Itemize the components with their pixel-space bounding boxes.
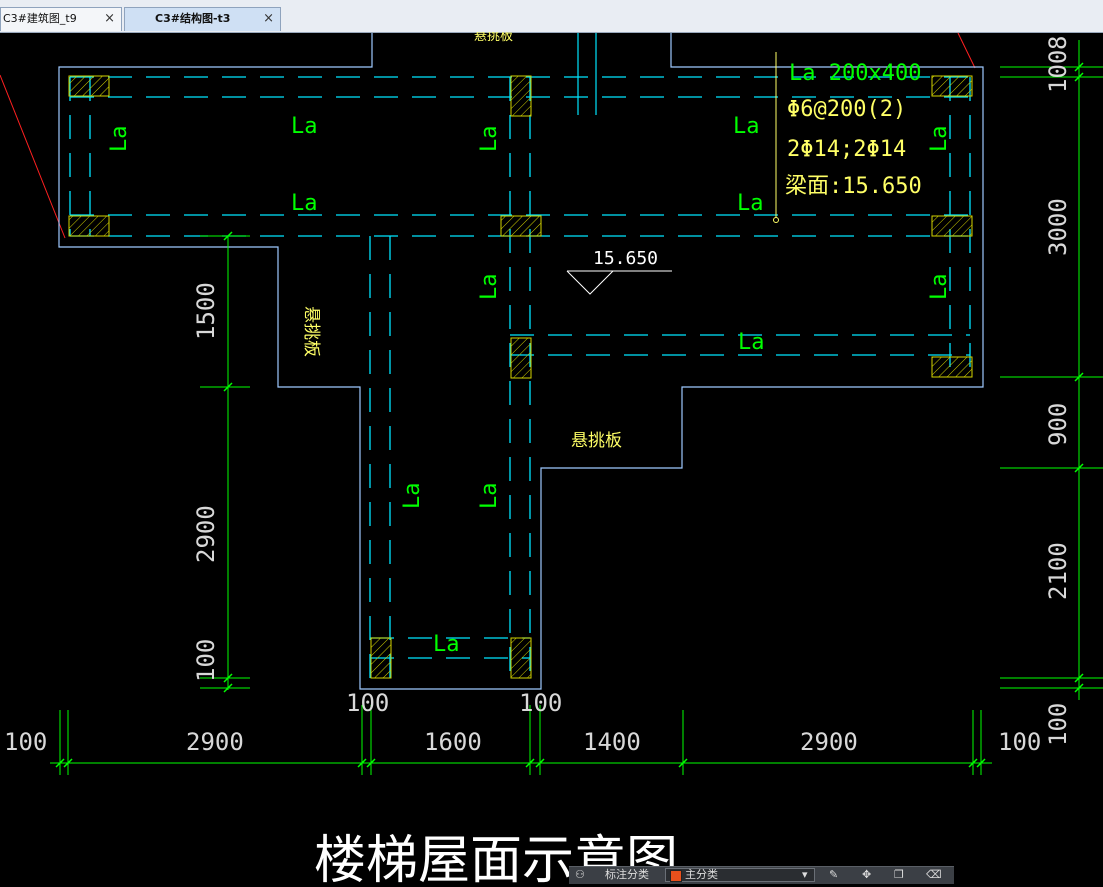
close-icon[interactable]: × <box>263 11 274 26</box>
cantilever-label-vertical: 悬挑板 <box>301 306 321 357</box>
reference-line <box>0 74 66 239</box>
dim-right: 3000 <box>1044 198 1072 256</box>
beam-label: La <box>291 191 318 216</box>
building-outline <box>58 33 984 690</box>
elevation-text: 15.650 <box>593 248 658 269</box>
dim-bottom-inner: 100 <box>519 689 562 717</box>
beam-label: La <box>927 274 952 301</box>
columns <box>68 75 973 679</box>
beam-label: La <box>477 274 502 301</box>
dimension-lines <box>50 40 1103 775</box>
drawing-canvas[interactable]: La La La La La La La La La La La La La L… <box>0 29 1103 887</box>
dim-right: 100 <box>1044 703 1072 746</box>
beam-label: La <box>733 114 760 139</box>
column <box>931 356 973 378</box>
edit-icon[interactable]: ✎ <box>829 868 839 881</box>
beam-label: La <box>107 126 132 153</box>
toolbar-label: 标注分类 <box>605 868 649 881</box>
dim-right-top: 8 <box>1044 36 1072 50</box>
cantilever-label: 悬挑板 <box>571 431 622 451</box>
beam-labels: La La La La La La La La La La La La La <box>107 114 952 657</box>
pipe-lines <box>577 33 597 115</box>
move-icon[interactable]: ✥ <box>862 868 872 881</box>
tab-architecture[interactable]: C3#建筑图_t9 × <box>0 7 122 31</box>
reference-line <box>957 32 976 69</box>
annotation-toolbar: ⚇ 标注分类 主分类 ▾ ✎ ✥ ❐ ⌫ <box>569 866 954 884</box>
layers-icon[interactable]: ⚇ <box>575 868 585 881</box>
elevation-mark: 15.650 <box>566 248 672 295</box>
dim-bottom: 1600 <box>424 728 482 756</box>
beam-note-line1: La 200x400 <box>789 61 921 86</box>
dimension-ticks <box>55 62 1084 768</box>
dim-left: 100 <box>192 639 220 682</box>
category-select[interactable] <box>665 868 815 882</box>
cad-drawing: La La La La La La La La La La La La La L… <box>0 29 1103 887</box>
beam-label: La <box>738 330 765 355</box>
column <box>510 337 532 379</box>
tab-label: C3#建筑图_t9 <box>3 12 77 25</box>
dim-bottom: 100 <box>4 728 47 756</box>
column <box>510 637 532 679</box>
beam-label: La <box>737 191 764 216</box>
beam-note-line4: 梁面:15.650 <box>785 174 922 199</box>
beam-note-line2: Φ6@200(2) <box>787 97 906 122</box>
column <box>510 75 532 117</box>
column <box>68 75 110 97</box>
dim-left: 2900 <box>192 505 220 563</box>
beam-lines <box>69 76 971 678</box>
dim-bottom: 2900 <box>800 728 858 756</box>
close-icon[interactable]: × <box>104 11 115 26</box>
annotation-anchor <box>773 217 779 223</box>
column <box>370 637 392 679</box>
beam-annotation: La 200x400 Φ6@200(2) 2Φ14;2Φ14 梁面:15.650 <box>785 61 922 199</box>
beam-label: La <box>433 632 460 657</box>
dim-bottom: 100 <box>998 728 1041 756</box>
dim-right: 2100 <box>1044 542 1072 600</box>
dim-bottom: 2900 <box>186 728 244 756</box>
delete-icon[interactable]: ⌫ <box>926 868 942 881</box>
column <box>500 215 542 237</box>
beam-label: La <box>400 483 425 510</box>
column <box>931 215 973 237</box>
dim-left: 1500 <box>192 282 220 340</box>
beam-note-line3: 2Φ14;2Φ14 <box>787 137 906 162</box>
copy-icon[interactable]: ❐ <box>894 868 904 881</box>
dim-right: 100 <box>1044 50 1072 93</box>
dimension-texts: 100 2900 1600 1400 2900 100 100 100 1500… <box>4 36 1072 756</box>
cantilever-label-partial: 悬挑板 <box>474 32 513 44</box>
dim-bottom-inner: 100 <box>346 689 389 717</box>
column <box>931 75 973 97</box>
dim-bottom: 1400 <box>583 728 641 756</box>
tab-bar: C3#建筑图_t9 × C3#结构图-t3 × <box>0 0 1103 33</box>
tab-label: C3#结构图-t3 <box>155 12 231 25</box>
column <box>68 215 110 237</box>
beam-label: La <box>927 126 952 153</box>
category-color-swatch <box>670 870 682 882</box>
dim-right: 900 <box>1044 403 1072 446</box>
beam-label: La <box>291 114 318 139</box>
category-selected: 主分类 <box>685 868 718 881</box>
beam-label: La <box>477 483 502 510</box>
tab-structure[interactable]: C3#结构图-t3 × <box>124 7 281 31</box>
beam-label: La <box>477 126 502 153</box>
chevron-down-icon[interactable]: ▾ <box>802 868 808 881</box>
